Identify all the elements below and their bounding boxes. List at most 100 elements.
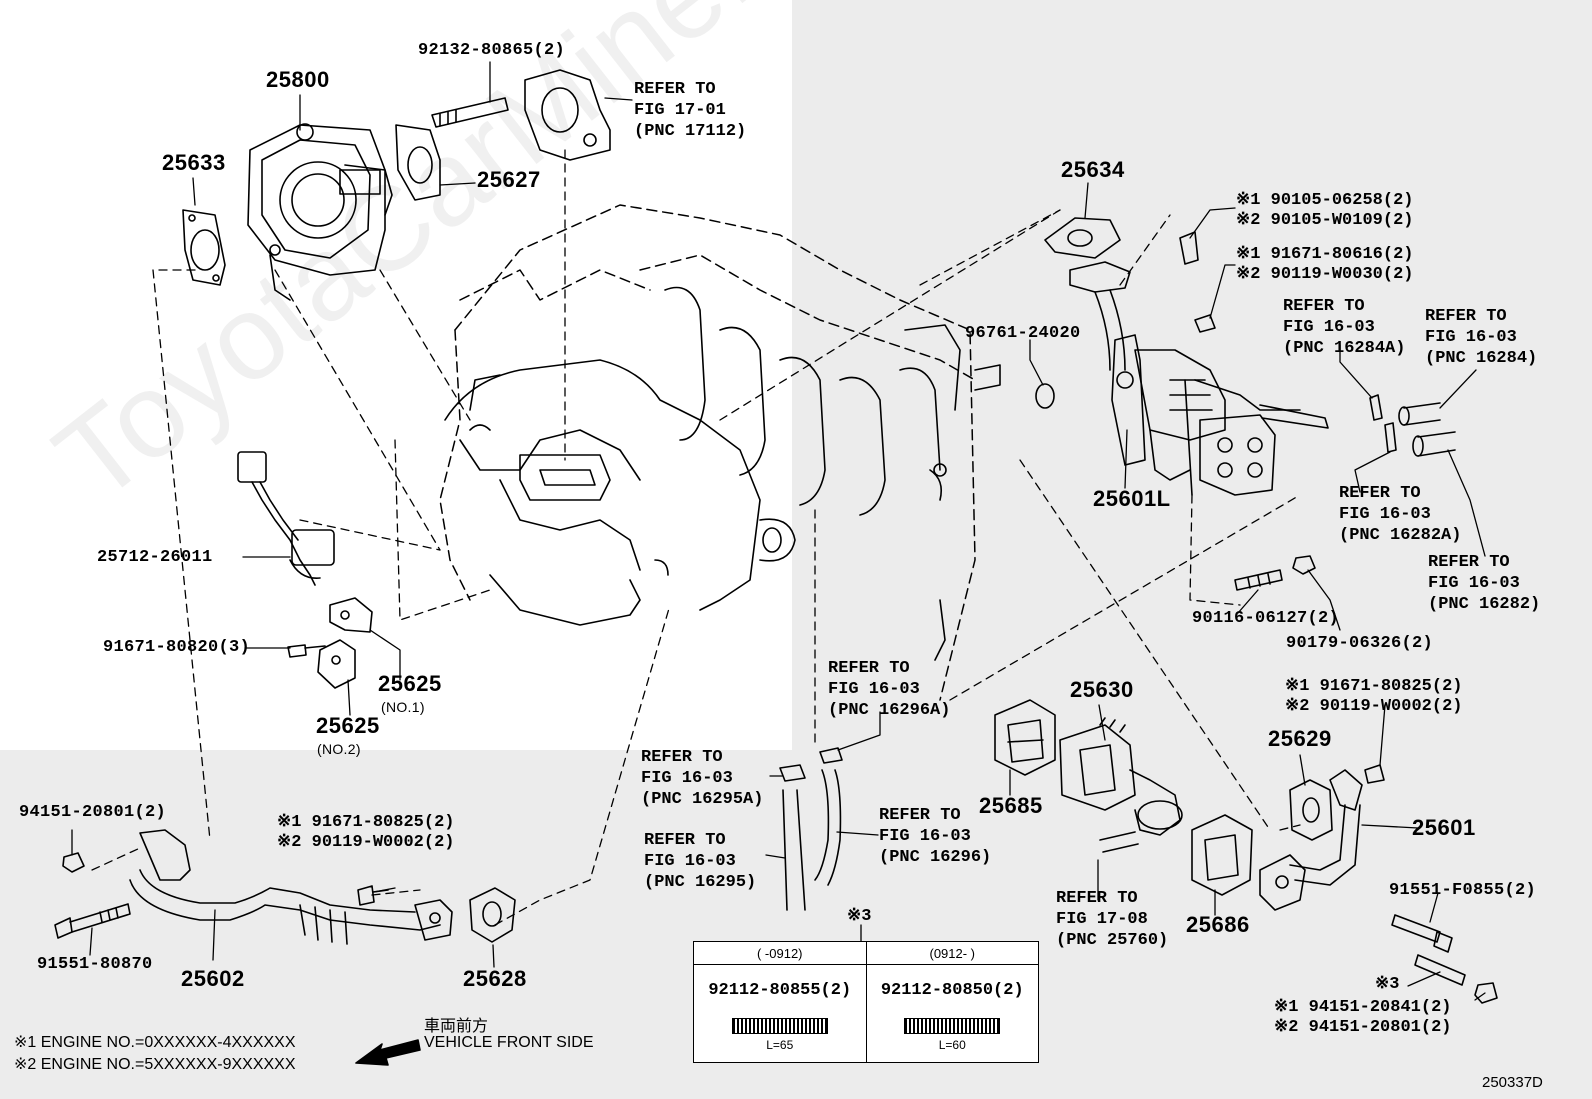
refer-16296-line1: REFER TO bbox=[879, 806, 961, 825]
part-25625-no2-sub: (NO.2) bbox=[317, 741, 361, 757]
refer-16295-line2: FIG 16-03 bbox=[644, 852, 736, 871]
refer-16282-line2: FIG 16-03 bbox=[1428, 574, 1520, 593]
refer-16282A: REFER TO FIG 16-03 (PNC 16282A) bbox=[1339, 483, 1461, 546]
vehicle-front-label: VEHICLE FRONT SIDE bbox=[424, 1034, 594, 1051]
gasket-25629 bbox=[1289, 779, 1333, 841]
bolt-91671-80820 bbox=[287, 644, 326, 658]
refer-16282A-line3: (PNC 16282A) bbox=[1339, 526, 1462, 545]
note-table-mark: ※3 bbox=[847, 907, 872, 926]
note-94151-line1: ※1 94151-20841(2) bbox=[1274, 998, 1452, 1017]
bracket-25625-no1 bbox=[329, 597, 373, 633]
part-91551-F0855: 91551-F0855(2) bbox=[1389, 881, 1537, 900]
note-91671-80825-left: ※1 91671-80825(2) ※2 90119-W0002(2) bbox=[277, 813, 454, 853]
bolt-table-cell-1: 92112-80855(2) L=65 bbox=[693, 964, 867, 1063]
egr-valve-25601L bbox=[1111, 334, 1329, 496]
refer-16284-line2: FIG 16-03 bbox=[1425, 328, 1517, 347]
note-90105-line2: ※2 90105-W0109(2) bbox=[1236, 211, 1414, 230]
refer-16296A: REFER TO FIG 16-03 (PNC 16296A) bbox=[828, 658, 950, 721]
note-91671-80825-left-line1: ※1 91671-80825(2) bbox=[277, 813, 455, 832]
refer-16282: REFER TO FIG 16-03 (PNC 16282) bbox=[1428, 552, 1540, 615]
egr-cooler-25630 bbox=[1059, 717, 1183, 836]
stud-90116 bbox=[1234, 569, 1283, 591]
refer-16284A-line3: (PNC 16284A) bbox=[1283, 339, 1406, 358]
o-ring-96761 bbox=[1035, 383, 1055, 409]
refer-25760: REFER TO FIG 17-08 (PNC 25760) bbox=[1056, 888, 1168, 951]
part-25712-26011: 25712-26011 bbox=[97, 548, 213, 567]
nut-94151-left bbox=[62, 852, 85, 873]
diagram-code: 250337D bbox=[1482, 1074, 1543, 1091]
refer-16282-line3: (PNC 16282) bbox=[1428, 595, 1541, 614]
note-91671-80616-line2: ※2 90119-W0030(2) bbox=[1236, 265, 1414, 284]
footnote-engine-1: ※1 ENGINE NO.=0XXXXXX-4XXXXXX bbox=[14, 1034, 296, 1051]
egr-pipe-25601 bbox=[1259, 769, 1363, 911]
refer-16282-line1: REFER TO bbox=[1428, 553, 1510, 572]
part-96761-24020: 96761-24020 bbox=[965, 324, 1081, 343]
refer-16282A-line1: REFER TO bbox=[1339, 484, 1421, 503]
gasket-25686 bbox=[1191, 814, 1253, 896]
refer-16284-line1: REFER TO bbox=[1425, 307, 1507, 326]
note-91671-80825-right-line2: ※2 90119-W0002(2) bbox=[1285, 697, 1463, 716]
part-92132-80865: 92132-80865(2) bbox=[418, 41, 566, 60]
throttle-body-25800 bbox=[247, 123, 393, 301]
gasket-25633 bbox=[182, 209, 226, 286]
part-25625-no1-sub: (NO.1) bbox=[381, 699, 425, 715]
note-90105-line1: ※1 90105-06258(2) bbox=[1236, 191, 1414, 210]
nut-94151-right bbox=[1474, 982, 1498, 1004]
bolt-91671-80825-right bbox=[1364, 764, 1385, 784]
part-25685: 25685 bbox=[979, 793, 1043, 818]
part-25629: 25629 bbox=[1268, 726, 1332, 751]
part-25627: 25627 bbox=[477, 167, 541, 192]
refer-16295A-line3: (PNC 16295A) bbox=[641, 790, 764, 809]
refer-16284: REFER TO FIG 16-03 (PNC 16284) bbox=[1425, 306, 1537, 369]
shaded-region-right bbox=[792, 0, 1592, 1099]
stud-92112 bbox=[1414, 954, 1466, 986]
refer-25760-line1: REFER TO bbox=[1056, 889, 1138, 908]
intake-manifold bbox=[664, 286, 1001, 661]
refer-17112: REFER TO FIG 17-01 (PNC 17112) bbox=[634, 79, 746, 142]
refer-16295A: REFER TO FIG 16-03 (PNC 16295A) bbox=[641, 747, 763, 810]
part-25686: 25686 bbox=[1186, 912, 1250, 937]
leader-lines bbox=[71, 61, 1486, 1001]
refer-16284A-line1: REFER TO bbox=[1283, 297, 1365, 316]
part-25628: 25628 bbox=[463, 966, 527, 991]
refer-17112-line1: REFER TO bbox=[634, 80, 716, 99]
refer-16284A: REFER TO FIG 16-03 (PNC 16284A) bbox=[1283, 296, 1405, 359]
part-25601: 25601 bbox=[1412, 815, 1476, 840]
part-25634: 25634 bbox=[1061, 157, 1125, 182]
note-94151-line2: ※2 94151-20801(2) bbox=[1274, 1018, 1452, 1037]
part-25630: 25630 bbox=[1070, 677, 1134, 702]
note-94151-mark: ※3 bbox=[1375, 975, 1400, 994]
part-91551-80870: 91551-80870 bbox=[37, 955, 153, 974]
footnote-engine-2: ※2 ENGINE NO.=5XXXXXX-9XXXXXX bbox=[14, 1056, 296, 1073]
hose-16296 bbox=[814, 747, 843, 886]
assembly-lines bbox=[91, 149, 1301, 926]
bolt-91551-F0855 bbox=[1391, 914, 1453, 953]
engine-body bbox=[444, 359, 796, 626]
bolt-table-part-1: 92112-80855(2) bbox=[708, 981, 852, 1000]
gasket-25628 bbox=[469, 887, 516, 943]
part-90179-06326: 90179-06326(2) bbox=[1286, 634, 1434, 653]
part-94151-20801: 94151-20801(2) bbox=[19, 803, 167, 822]
egr-pipe-25602 bbox=[129, 829, 453, 945]
part-25625-no1: 25625 bbox=[378, 671, 442, 696]
refer-16296A-line3: (PNC 16296A) bbox=[828, 701, 951, 720]
part-91671-80820: 91671-80820(3) bbox=[103, 638, 251, 657]
bolt-91551-80870 bbox=[54, 903, 131, 939]
refer-16295: REFER TO FIG 16-03 (PNC 16295) bbox=[644, 830, 756, 893]
refer-16296A-line1: REFER TO bbox=[828, 659, 910, 678]
refer-16284A-line2: FIG 16-03 bbox=[1283, 318, 1375, 337]
refer-25760-line2: FIG 17-08 bbox=[1056, 910, 1148, 929]
part-25800: 25800 bbox=[266, 67, 330, 92]
refer-16282A-line2: FIG 16-03 bbox=[1339, 505, 1431, 524]
bolt-91671-80616 bbox=[1194, 314, 1216, 333]
note-91671-80616-line1: ※1 91671-80616(2) bbox=[1236, 245, 1414, 264]
part-25602: 25602 bbox=[181, 966, 245, 991]
note-91671-80825-right: ※1 91671-80825(2) ※2 90119-W0002(2) bbox=[1285, 677, 1462, 717]
refer-16296-line2: FIG 16-03 bbox=[879, 827, 971, 846]
refer-16296: REFER TO FIG 16-03 (PNC 16296) bbox=[879, 805, 991, 868]
sensor-25712 bbox=[237, 451, 335, 586]
egr-pipe-upper bbox=[1069, 261, 1131, 371]
refer-16295-line1: REFER TO bbox=[644, 831, 726, 850]
refer-16296-line3: (PNC 16296) bbox=[879, 848, 992, 867]
